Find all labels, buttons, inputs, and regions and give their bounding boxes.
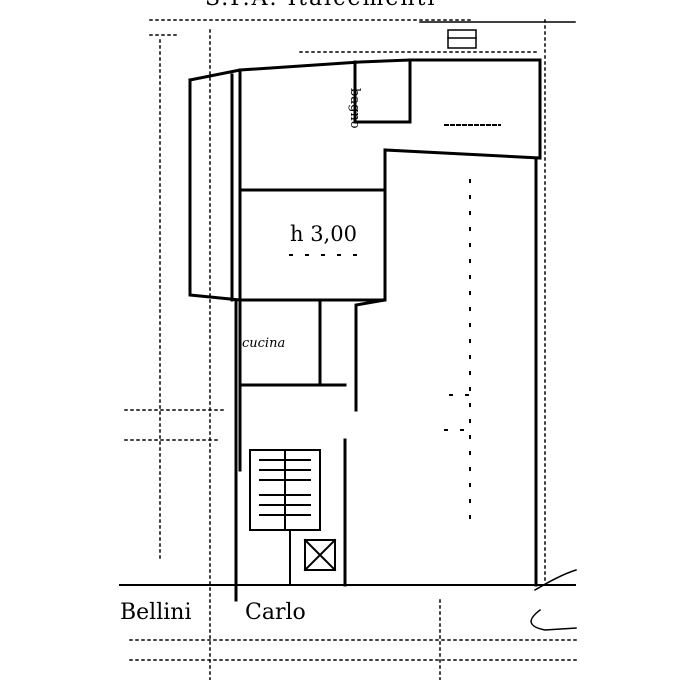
stairwell xyxy=(249,449,321,586)
neighbor-stair-top xyxy=(419,21,576,49)
dimension-dots xyxy=(289,124,501,521)
room-label-bathroom: bagno xyxy=(347,88,362,129)
curved-line xyxy=(533,569,577,592)
elevator xyxy=(303,538,337,572)
neighbor-top-marks xyxy=(124,19,581,680)
neighbor-name: Carlo xyxy=(245,600,306,625)
ceiling-height-label: h 3,00 xyxy=(290,222,357,246)
neighbor-surname: Bellini xyxy=(120,600,192,625)
apartment-walls xyxy=(119,58,576,602)
curved-line xyxy=(530,608,577,631)
room-label-kitchen: cucina xyxy=(242,336,286,351)
header-text: S.P.A. Italcementi xyxy=(205,0,436,11)
